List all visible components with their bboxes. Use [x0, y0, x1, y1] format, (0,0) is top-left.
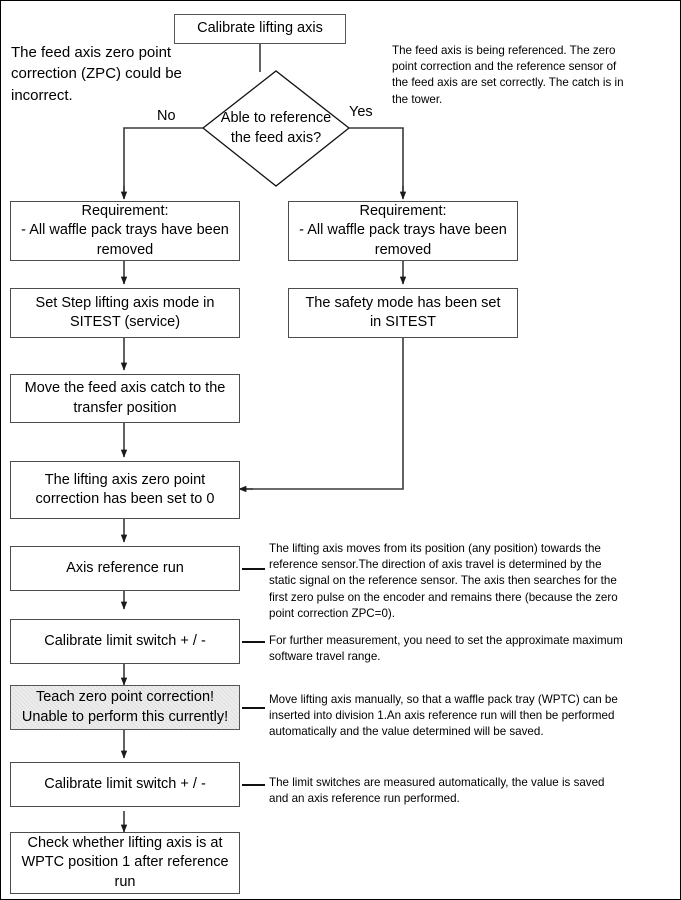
note-left-feed-axis-zpc: The feed axis zero point correction (ZPC… [11, 44, 182, 104]
node-set-step-lifting-axis-mode[interactable]: Set Step lifting axis mode in SITEST (se… [10, 288, 240, 338]
node-calibrate-limit-switch-1[interactable]: Calibrate limit switch + / - [10, 619, 240, 664]
decision-label: Able to reference the feed axis? [220, 110, 332, 146]
node-right-requirement[interactable]: Requirement: - All waffle pack trays hav… [288, 201, 518, 261]
note-right-feed-axis-referenced: The feed axis is being referenced. The z… [392, 44, 624, 106]
node-lifting-axis-zpc-set-zero[interactable]: The lifting axis zero point correction h… [10, 461, 240, 519]
decision-able-to-reference[interactable]: Able to reference the feed axis? [203, 71, 349, 186]
node-move-feed-axis-catch[interactable]: Move the feed axis catch to the transfer… [10, 374, 240, 423]
annotation-calibrate-limit-switch-2: The limit switches are measured automati… [269, 776, 605, 806]
branch-label-yes: Yes [349, 104, 373, 120]
node-axis-reference-run[interactable]: Axis reference run [10, 546, 240, 591]
node-calibrate-lifting-axis[interactable]: Calibrate lifting axis [174, 14, 346, 44]
node-left-requirement[interactable]: Requirement: - All waffle pack trays hav… [10, 201, 240, 261]
node-teach-zero-point-correction[interactable]: Teach zero point correction! Unable to p… [10, 685, 240, 730]
annotation-teach-zero-point-correction: Move lifting axis manually, so that a wa… [269, 693, 618, 739]
annotation-axis-reference-run: The lifting axis moves from its position… [269, 542, 618, 620]
node-safety-mode-set[interactable]: The safety mode has been set in SITEST [288, 288, 518, 338]
branch-label-no: No [157, 108, 176, 124]
node-calibrate-limit-switch-2[interactable]: Calibrate limit switch + / - [10, 762, 240, 807]
annotation-calibrate-limit-switch-1: For further measurement, you need to set… [269, 634, 623, 664]
node-check-wptc-position[interactable]: Check whether lifting axis is at WPTC po… [10, 832, 240, 894]
